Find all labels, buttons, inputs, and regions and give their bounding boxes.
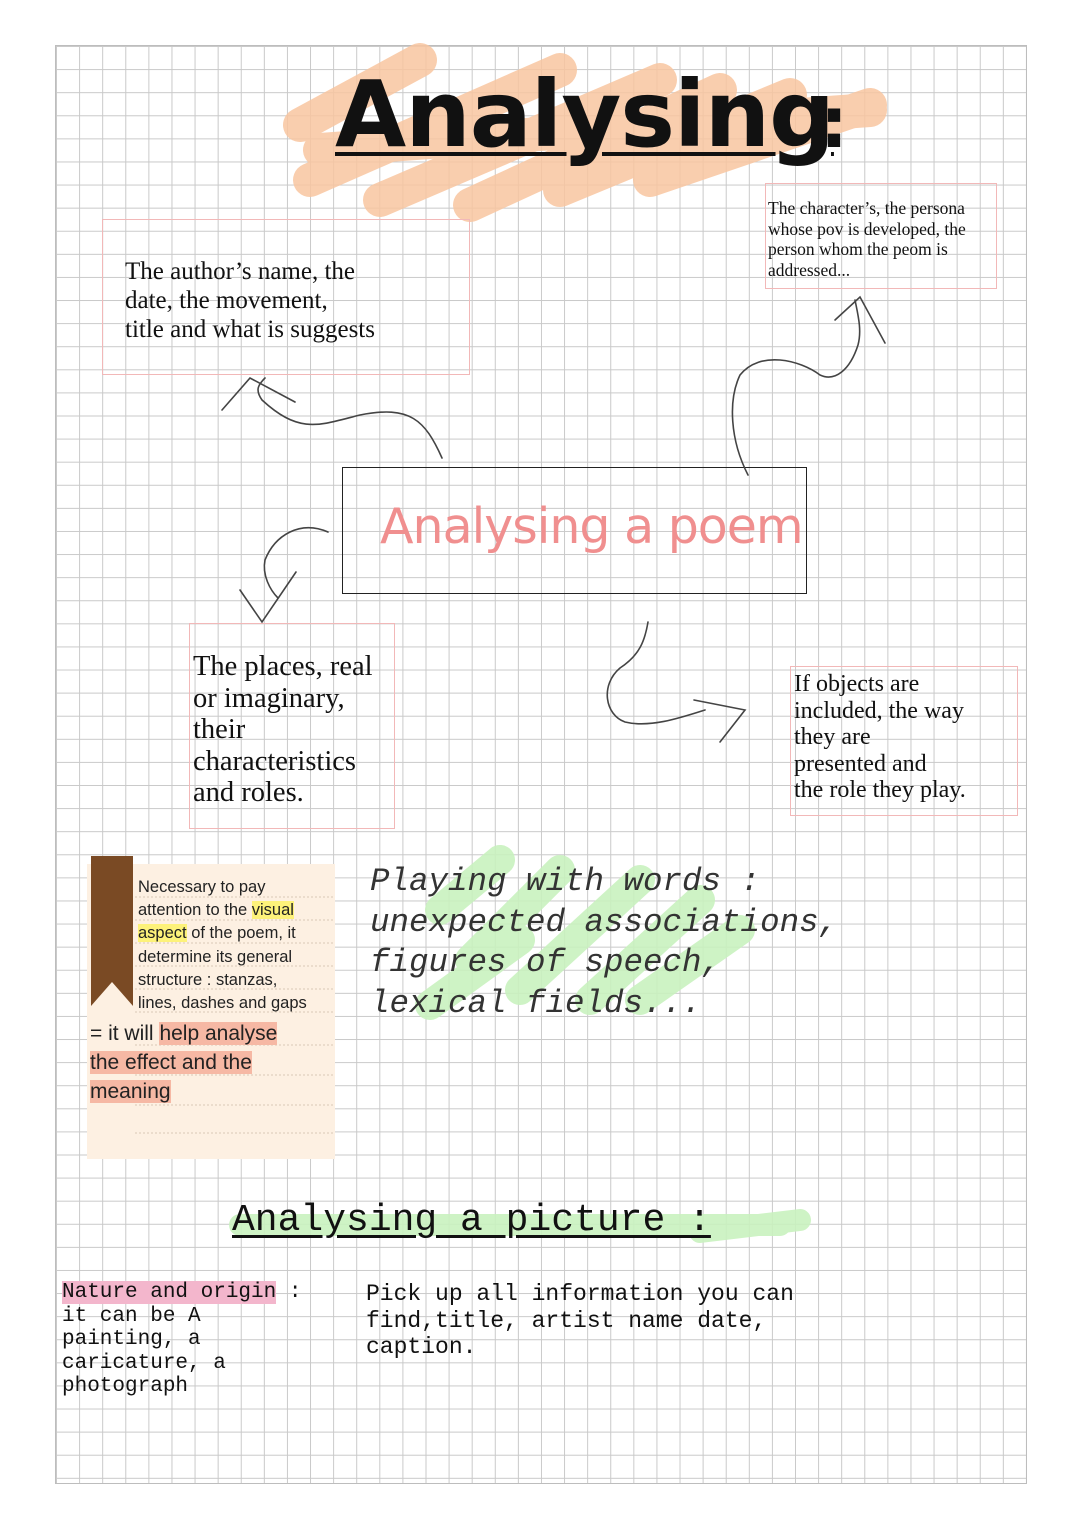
note-line: person whom the peom is <box>768 239 948 259</box>
sticky-note-result: = it will help analyse the effect and th… <box>90 1019 330 1106</box>
sticky-note-text: Necessary to pay attention to the visual… <box>138 876 334 1015</box>
pickup-note: Pick up all information you can find,tit… <box>366 1281 886 1361</box>
note-line: The character’s, the persona <box>768 198 965 218</box>
pickup-line: find,title, artist name date, <box>366 1307 767 1334</box>
note-line: addressed... <box>768 259 851 280</box>
nature-label: Nature and origin <box>62 1281 277 1304</box>
sticky-line: lines, dashes and gaps <box>138 994 307 1013</box>
page-title: Analysing <box>335 61 835 168</box>
note-line: or imaginary, <box>193 682 345 714</box>
nature-line: caricature, a <box>62 1351 226 1375</box>
author-note: The author’s name, the date, the movemen… <box>125 257 455 344</box>
arrow-to-objects-icon <box>606 621 706 725</box>
highlight-effect: the effect and the <box>90 1051 252 1074</box>
grid-background <box>55 45 1027 1484</box>
sticky-ruled-lines <box>135 896 333 1134</box>
note-line: presented and <box>794 750 927 777</box>
sticky-line: attention to the visual <box>138 901 294 920</box>
picture-section-title: Analysing a picture : <box>232 1199 711 1242</box>
arrow-head-places-icon <box>239 571 297 624</box>
title-colon: : <box>820 82 848 164</box>
sticky-line: determine its general <box>138 947 293 966</box>
note-line: and roles. <box>193 777 304 808</box>
center-topic-label: Analysing a poem <box>380 498 804 555</box>
arrow-head-character-icon <box>834 295 886 344</box>
highlight-help-analyse: help analyse <box>159 1022 278 1045</box>
note-line: included, the way <box>794 697 964 724</box>
pickup-line: caption. <box>366 1334 477 1360</box>
sticky-line: aspect of the poem, it <box>138 924 296 943</box>
note-line: characteristics <box>193 745 356 777</box>
nature-note: Nature and origin : it can be A painting… <box>62 1281 342 1399</box>
arrow-to-places-icon <box>263 527 329 599</box>
arrow-head-objects-icon <box>693 699 747 743</box>
bookmark-icon <box>91 856 133 1006</box>
objects-note: If objects are included, the way they ar… <box>794 671 1014 804</box>
note-line: whose pov is developed, the <box>768 218 966 239</box>
words-line: figures of speech, <box>370 944 722 981</box>
playing-with-words: Playing with words : unexpected associat… <box>370 862 970 1024</box>
note-line: If objects are <box>794 671 920 697</box>
nature-line: it can be A <box>62 1304 201 1328</box>
pickup-line: Pick up all information you can <box>366 1281 794 1307</box>
note-line: The places, real <box>193 651 373 682</box>
places-note: The places, real or imaginary, their cha… <box>193 651 393 809</box>
arrow-to-character-icon <box>731 299 861 476</box>
sticky-line: = it will help analyse <box>90 1022 278 1045</box>
highlight-meaning: meaning <box>90 1080 171 1103</box>
arrow-to-author-icon <box>257 377 443 459</box>
objects-note-box <box>790 666 1018 816</box>
sticky-line: Necessary to pay <box>138 878 266 896</box>
note-line: their <box>193 714 246 745</box>
note-line: the role they play. <box>794 777 966 803</box>
note-line: date, the movement, <box>125 287 328 314</box>
words-line: Playing with words : <box>370 863 761 900</box>
sticky-line: structure : stanzas, <box>138 970 278 989</box>
arrow-head-author-icon <box>221 376 296 411</box>
words-line: unexpected associations, <box>370 903 839 941</box>
author-note-box <box>102 219 470 375</box>
note-line: The author’s name, the <box>125 258 356 285</box>
note-line: title and what is suggests <box>125 316 375 343</box>
highlight-aspect: aspect <box>138 924 187 943</box>
character-note: The character’s, the persona whose pov i… <box>768 198 996 280</box>
nature-line: painting, a <box>62 1328 201 1351</box>
highlight-visual: visual <box>251 901 294 920</box>
sticky-line: the effect and the <box>90 1048 330 1077</box>
places-note-box <box>189 623 395 829</box>
words-line: lexical fields... <box>370 984 702 1022</box>
character-note-box <box>765 183 997 289</box>
note-line: they are <box>794 724 871 750</box>
nature-line: photograph <box>62 1375 189 1398</box>
center-topic-box <box>342 467 807 594</box>
sticky-line: meaning <box>90 1077 330 1106</box>
